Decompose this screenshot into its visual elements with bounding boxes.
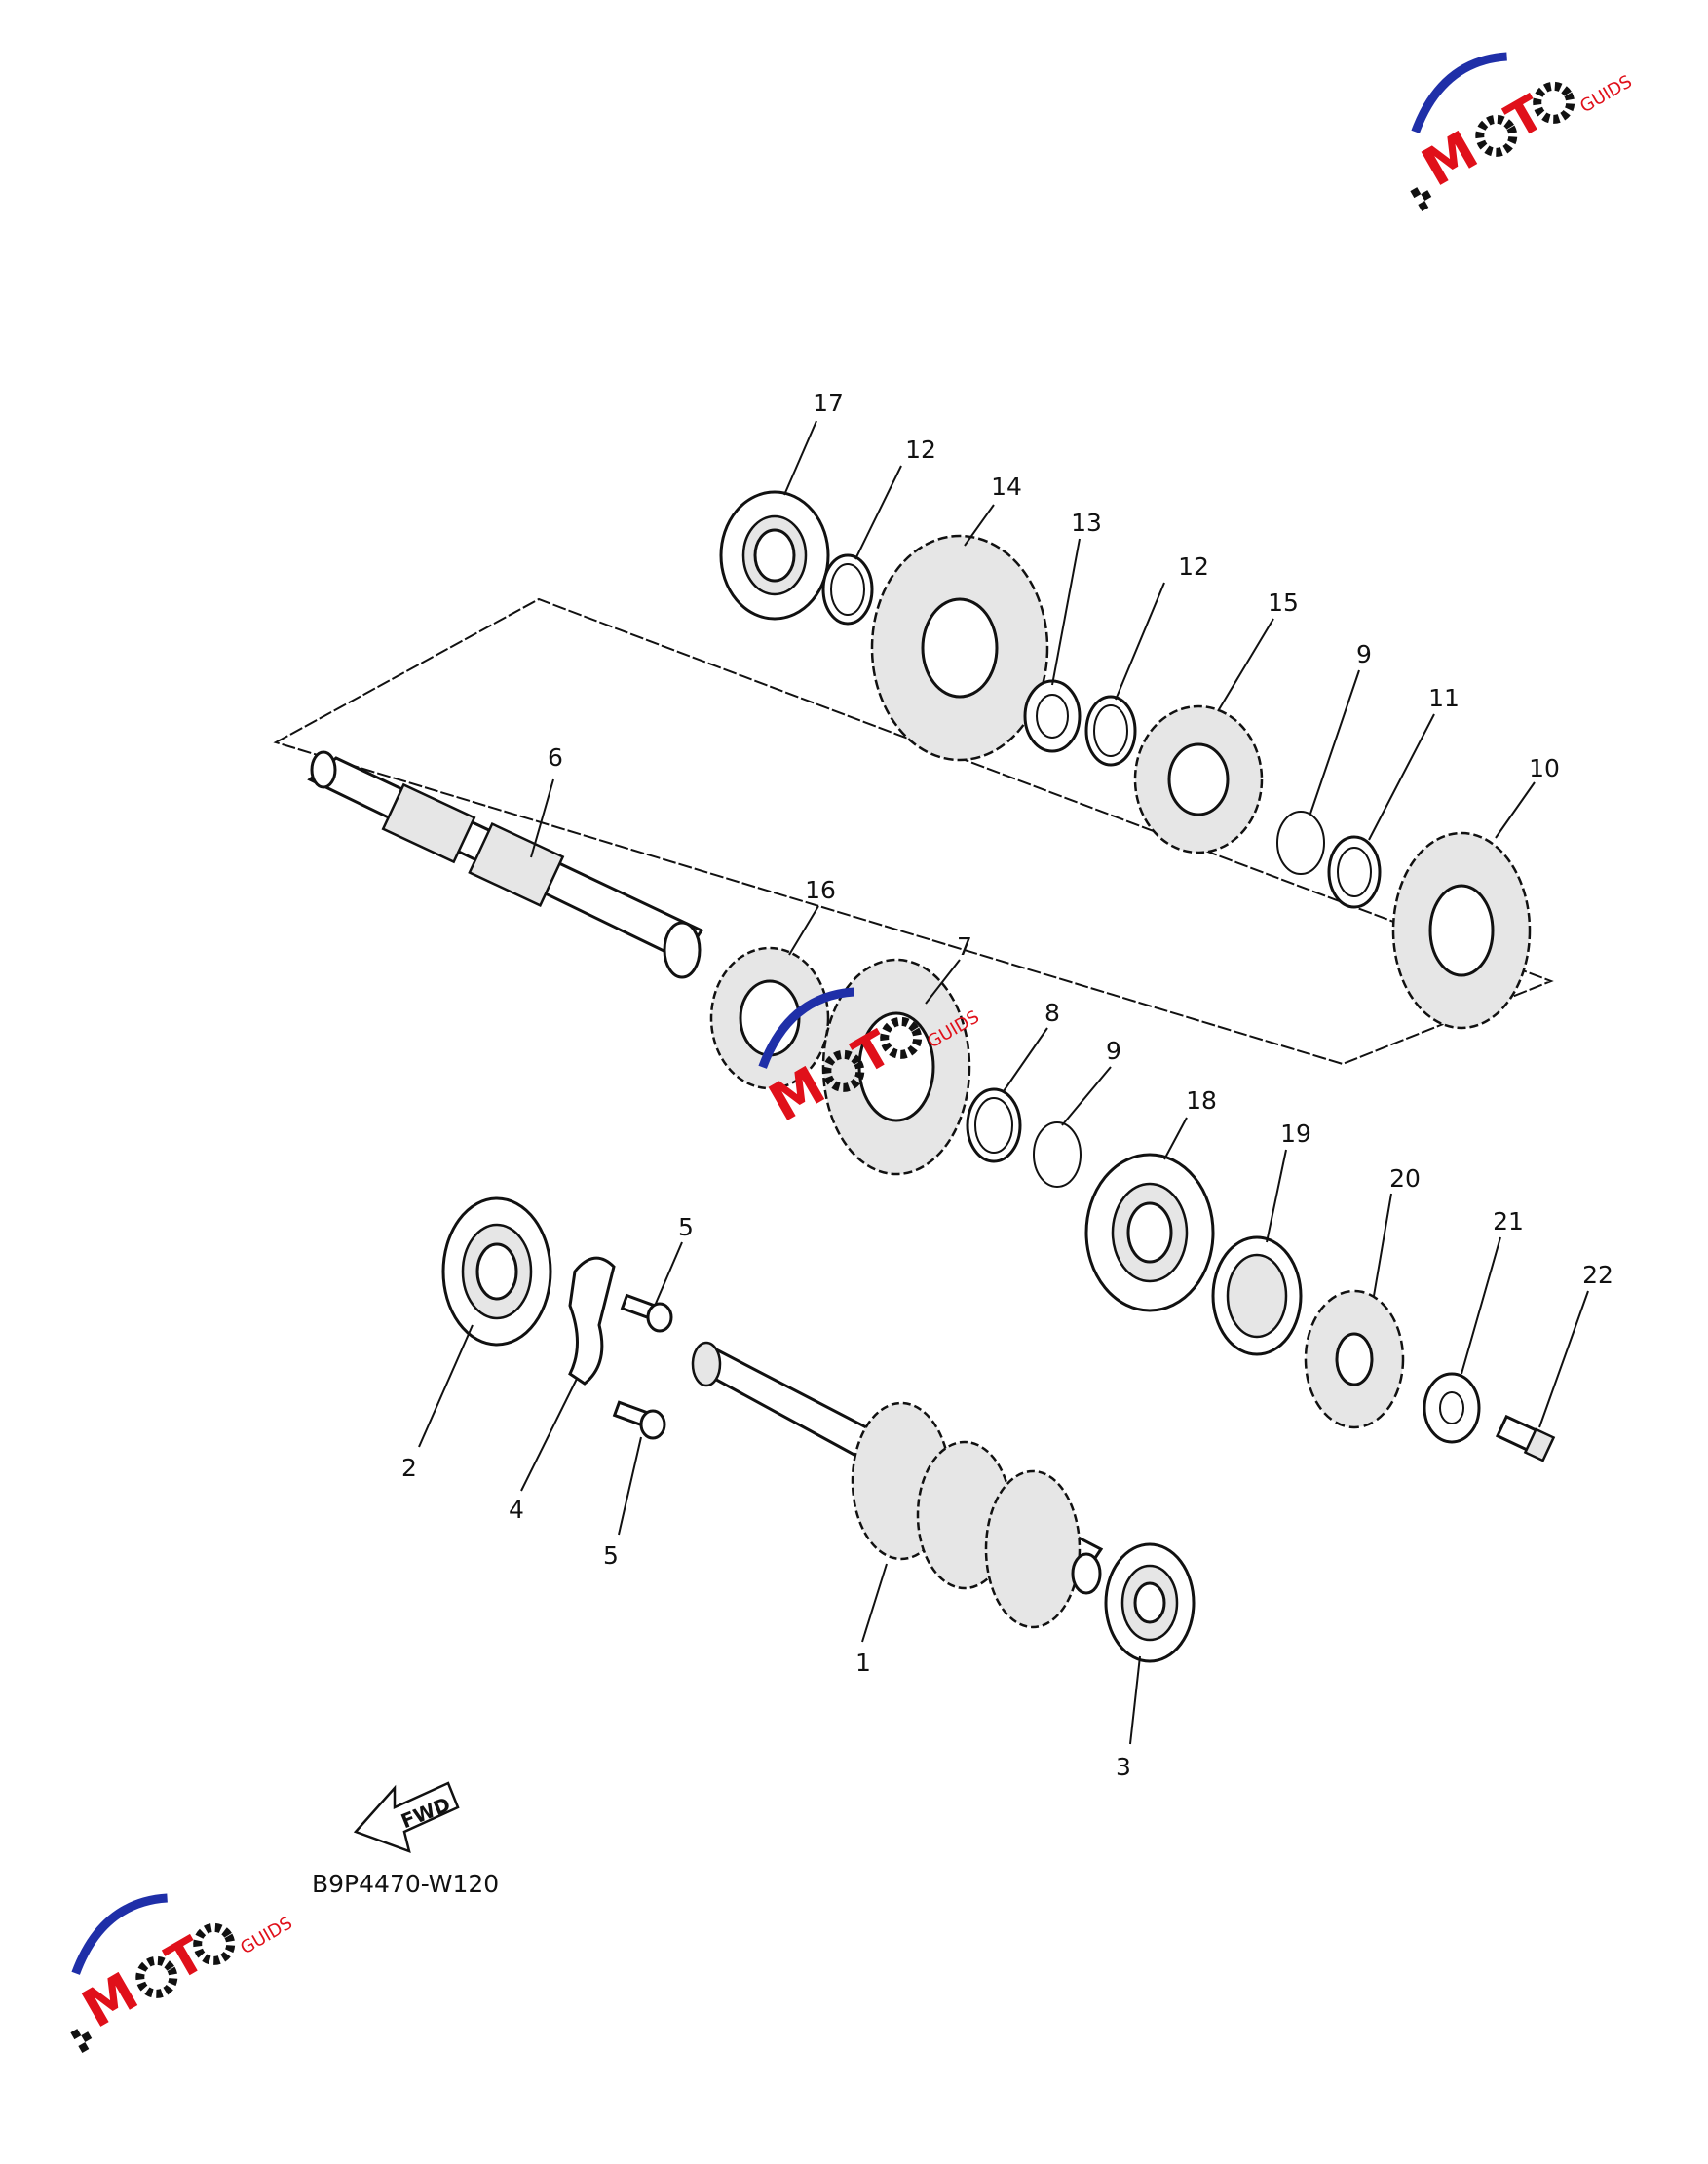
callout-12-lower: 12 [1178, 552, 1209, 581]
washer-part-8 [966, 1087, 1022, 1163]
plate-part-4 [568, 1256, 616, 1386]
forward-arrow-icon: FWD [353, 1781, 460, 1853]
gear-part-10 [1391, 831, 1532, 1030]
callout-6: 6 [548, 743, 563, 772]
gear-part-16 [709, 946, 830, 1090]
bolt-part-22 [1495, 1414, 1556, 1462]
gear-part-14 [870, 534, 1049, 762]
leader-lines [418, 420, 1589, 1745]
callout-8: 8 [1044, 999, 1060, 1027]
callout-9-upper: 9 [1356, 640, 1372, 668]
callout-22: 22 [1582, 1261, 1613, 1289]
gear-part-7 [821, 958, 971, 1176]
screw-part-5a [620, 1293, 673, 1333]
callout-19: 19 [1280, 1120, 1311, 1148]
bearing-part-3 [1104, 1542, 1196, 1663]
callout-7: 7 [957, 932, 972, 961]
callout-20: 20 [1389, 1164, 1421, 1193]
svg-text:GUIDS: GUIDS [1576, 71, 1635, 117]
gear-part-15 [1133, 704, 1264, 854]
svg-text:GUIDS: GUIDS [237, 1913, 295, 1958]
drawing-code: B9P4470-W120 [312, 1870, 499, 1898]
callout-17: 17 [813, 389, 844, 417]
callout-2: 2 [401, 1454, 417, 1482]
subassembly-frame [273, 597, 1554, 1066]
callout-9-lower: 9 [1106, 1037, 1121, 1065]
washer-part-12b [1084, 695, 1137, 767]
bearing-part-2 [441, 1196, 552, 1347]
bushing-part-13 [1023, 679, 1082, 753]
oil-seal-part-19 [1211, 1235, 1303, 1356]
callout-3: 3 [1116, 1753, 1131, 1781]
brand-logo-bottom: M T GUIDS [70, 1893, 296, 2053]
callout-5-lower: 5 [603, 1541, 619, 1570]
brand-logo-top: M T GUIDS [1410, 52, 1636, 211]
callout-numbers: 1 2 3 4 5 5 6 7 8 9 9 10 11 12 12 13 14 … [401, 389, 1613, 1781]
callout-15: 15 [1268, 588, 1299, 617]
drive-axle-part-1 [691, 1341, 1104, 1629]
bearing-part-18 [1084, 1153, 1215, 1312]
circlip-part-9a [1276, 811, 1325, 875]
callout-21: 21 [1493, 1207, 1524, 1235]
washer-part-12a [821, 553, 874, 626]
washer-part-11 [1327, 835, 1382, 909]
callout-18: 18 [1186, 1086, 1217, 1115]
circlip-part-9b [1033, 1121, 1082, 1188]
callout-14: 14 [991, 473, 1022, 501]
callout-4: 4 [509, 1496, 524, 1524]
callout-10: 10 [1529, 754, 1560, 782]
main-shaft-part-6 [307, 750, 704, 979]
callout-5-upper: 5 [678, 1213, 694, 1241]
callout-13: 13 [1071, 509, 1102, 537]
bearing-part-17 [719, 490, 830, 621]
callout-16: 16 [805, 876, 836, 904]
callout-11: 11 [1428, 684, 1460, 712]
callout-1: 1 [855, 1649, 871, 1677]
screw-part-5b [612, 1400, 666, 1440]
sprocket-part-20 [1304, 1289, 1405, 1429]
callout-12-upper: 12 [905, 436, 936, 464]
lock-washer-part-21 [1423, 1372, 1481, 1444]
